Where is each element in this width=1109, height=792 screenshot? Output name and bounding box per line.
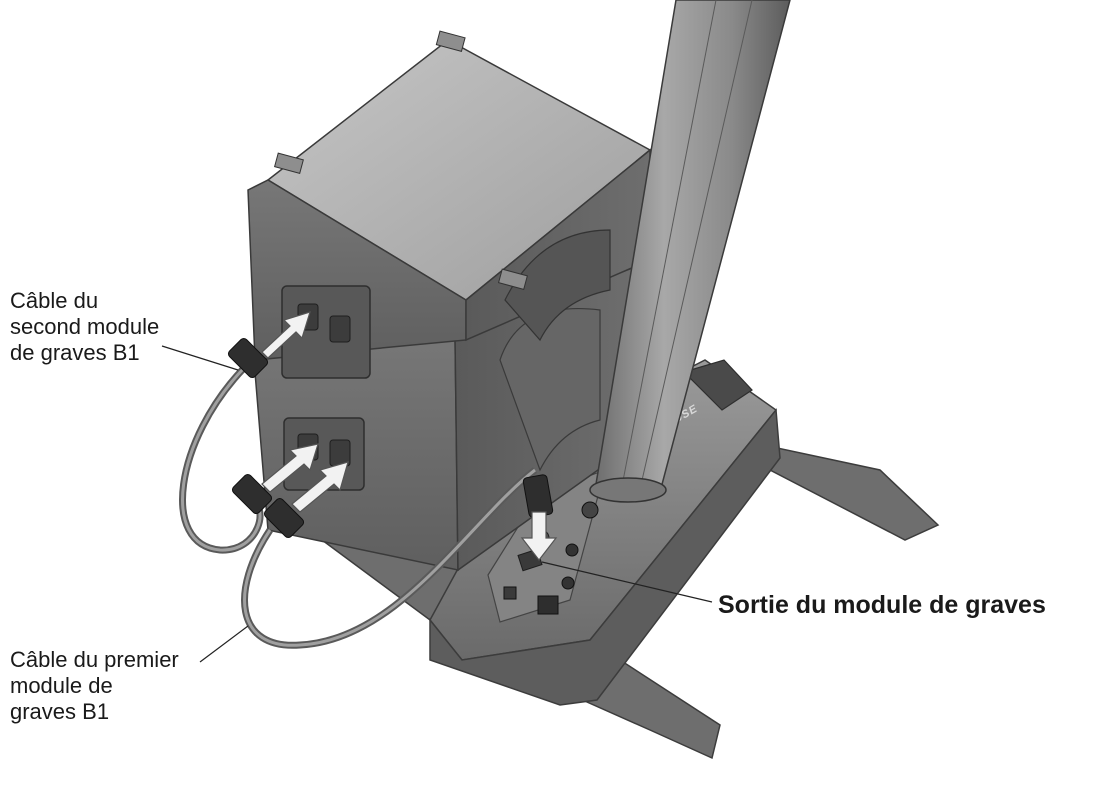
callout-first-cable-line-2: module de xyxy=(10,673,113,698)
callout-second-cable-line-2: second module xyxy=(10,314,160,339)
column-collar xyxy=(589,477,667,503)
callout-first-cable-line-3: graves B1 xyxy=(10,699,110,724)
power-stand: BOSE xyxy=(320,359,940,760)
leader-line-second-cable xyxy=(161,345,239,371)
insert-arrow-icon xyxy=(261,443,319,493)
module-corner-tab xyxy=(273,152,304,174)
line-array-column xyxy=(589,0,791,503)
callout-leaders xyxy=(161,345,713,663)
callout-second-cable: Câble du second module de graves B1 xyxy=(10,288,159,366)
insertion-arrows xyxy=(261,311,558,561)
callout-bass-output: Sortie du module de graves xyxy=(718,591,1046,619)
power-inlet xyxy=(537,595,559,615)
stand-jack xyxy=(561,576,575,590)
bass-cables xyxy=(179,337,554,649)
power-switch xyxy=(503,586,517,600)
leader-line-bass-output xyxy=(541,561,713,603)
callout-first-cable: Câble du premier module de graves B1 xyxy=(10,647,179,725)
stand-handle-slot xyxy=(682,359,753,411)
stand-jack xyxy=(581,501,599,519)
cable-connector xyxy=(263,497,305,539)
stand-base-side xyxy=(429,408,781,706)
callout-second-cable-line-3: de graves B1 xyxy=(10,340,140,365)
module-corner-tab xyxy=(497,268,528,290)
callout-second-cable-line-1: Câble du xyxy=(10,288,99,313)
stand-jack xyxy=(565,543,579,557)
callout-first-cable-line-1: Câble du premier xyxy=(10,647,179,672)
cable-connector xyxy=(227,337,269,379)
upper-module-output-jack xyxy=(329,315,351,343)
insert-arrow-icon xyxy=(520,511,558,561)
insert-arrow-icon xyxy=(261,311,311,359)
leader-line-first-cable xyxy=(199,625,249,663)
module-corner-tab xyxy=(435,30,466,52)
insert-arrow-icon xyxy=(291,461,349,513)
cable-connector xyxy=(231,473,273,515)
